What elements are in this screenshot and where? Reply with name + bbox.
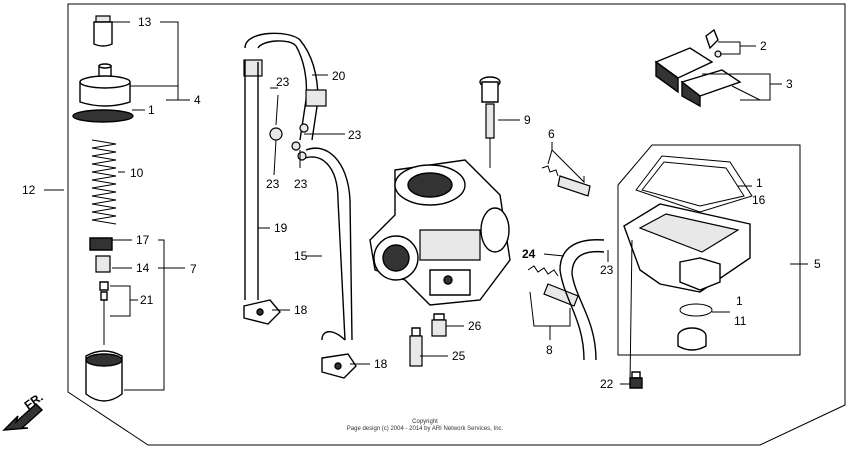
callout-26: 26 bbox=[468, 319, 482, 333]
jets-25-26 bbox=[409, 313, 447, 367]
callout-1-oring: 1 bbox=[736, 294, 743, 308]
needle-21 bbox=[99, 281, 109, 345]
pilot-screw-6 bbox=[541, 165, 591, 197]
retainer-17 bbox=[89, 237, 113, 251]
callout-7: 7 bbox=[190, 262, 197, 276]
plate-18-upper bbox=[243, 299, 281, 325]
callout-25: 25 bbox=[452, 349, 466, 363]
callout-18-upper: 18 bbox=[294, 303, 308, 317]
needle-clip-14 bbox=[95, 255, 111, 273]
callout-1-gasket: 1 bbox=[756, 176, 763, 190]
callout-2: 2 bbox=[760, 39, 767, 53]
air-screw-8 bbox=[527, 265, 579, 307]
callout-22: 22 bbox=[600, 377, 614, 391]
callout-10: 10 bbox=[130, 166, 144, 180]
carburetor-body bbox=[369, 159, 511, 306]
callout-14: 14 bbox=[136, 261, 150, 275]
callout-23-e: 23 bbox=[600, 263, 614, 277]
callout-18-lower: 18 bbox=[374, 357, 388, 371]
callout-13: 13 bbox=[138, 15, 152, 29]
callout-12: 12 bbox=[22, 183, 36, 197]
copyright-line-2: Page design (c) 2004 - 2014 by ARI Netwo… bbox=[347, 426, 504, 432]
callout-5: 5 bbox=[814, 257, 821, 271]
overflow-hose-24 bbox=[559, 239, 605, 361]
assembly-boundary bbox=[67, 3, 846, 446]
callout-17: 17 bbox=[136, 233, 150, 247]
float-3 bbox=[654, 47, 761, 108]
screw-22 bbox=[629, 371, 643, 389]
spring-10 bbox=[91, 139, 117, 225]
callout-1-top: 1 bbox=[148, 103, 155, 117]
callout-23-b: 23 bbox=[348, 128, 362, 142]
cap-13 bbox=[93, 15, 113, 47]
throttle-valve bbox=[85, 350, 123, 402]
callout-19: 19 bbox=[274, 221, 288, 235]
callout-6: 6 bbox=[548, 127, 555, 141]
callout-23-d: 23 bbox=[294, 177, 308, 191]
callout-3: 3 bbox=[786, 77, 793, 91]
callout-21: 21 bbox=[140, 293, 154, 307]
clips-23 bbox=[269, 123, 309, 161]
vent-hose-15 bbox=[299, 147, 353, 341]
callout-8: 8 bbox=[546, 343, 553, 357]
callout-23-a: 23 bbox=[276, 75, 290, 89]
plate-18-lower bbox=[321, 353, 357, 379]
leader-lines bbox=[44, 21, 808, 391]
vent-hose-19 bbox=[244, 60, 259, 300]
callout-11: 11 bbox=[734, 314, 747, 328]
callout-4: 4 bbox=[194, 93, 201, 107]
callout-labels: 12 13 4 1 10 17 14 7 21 23 20 23 23 23 1… bbox=[22, 15, 821, 391]
carb-top-4 bbox=[72, 63, 134, 123]
float-chamber-boundary bbox=[617, 144, 801, 356]
float-bowl-5 bbox=[623, 203, 751, 293]
callout-16: 16 bbox=[752, 193, 766, 207]
gasket-16 bbox=[635, 155, 753, 213]
callout-20: 20 bbox=[332, 69, 346, 83]
float-valve-2 bbox=[705, 28, 722, 58]
copyright-line-1: Copyright bbox=[412, 419, 438, 425]
callout-15: 15 bbox=[294, 249, 308, 263]
throttle-stop-screw-9 bbox=[479, 76, 501, 168]
drain-plug bbox=[677, 327, 707, 351]
front-direction-arrow-icon: FR. bbox=[2, 390, 46, 431]
callout-9: 9 bbox=[524, 113, 531, 127]
callout-23-c: 23 bbox=[266, 177, 280, 191]
callout-24: 24 bbox=[522, 247, 536, 261]
o-ring-11 bbox=[679, 303, 713, 317]
